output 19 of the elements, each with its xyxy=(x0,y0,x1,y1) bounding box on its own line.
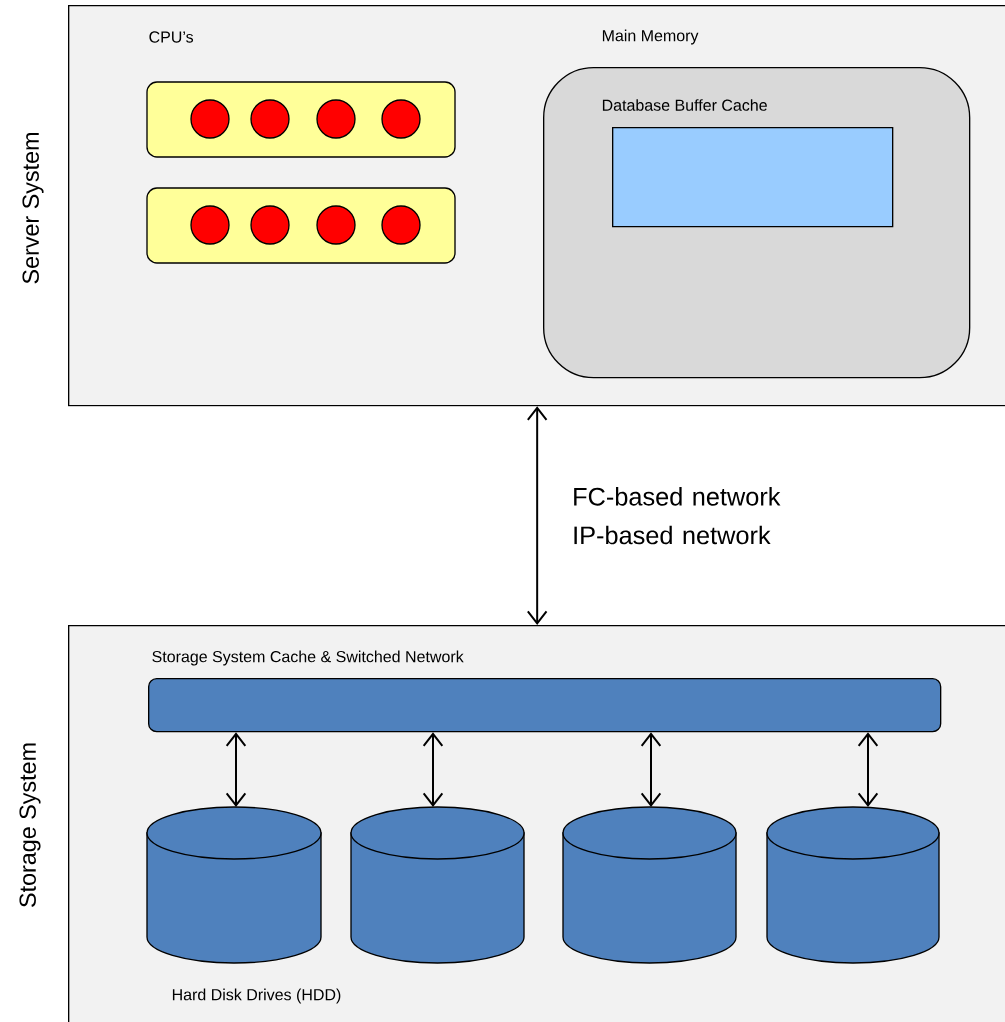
node-label: Main Memory xyxy=(602,29,699,45)
node-label: Server System xyxy=(22,133,44,284)
arrow xyxy=(640,732,662,807)
cache-box: Database Buffer Cache xyxy=(602,99,894,228)
arrow xyxy=(857,732,879,807)
node-label: Database Buffer Cache xyxy=(602,99,767,111)
text-label: CPU’s xyxy=(149,31,194,43)
edge-label: FC-based network IP-based network xyxy=(574,487,781,545)
disk-cylinder xyxy=(146,806,322,964)
disk-cylinder xyxy=(350,806,525,964)
disk-cylinder xyxy=(766,806,940,964)
network-bar: Storage System Cache & Switched Network xyxy=(148,650,942,733)
node-label: Storage System xyxy=(19,743,41,907)
disk-cylinder xyxy=(562,806,737,964)
arrow xyxy=(526,406,548,625)
arrow xyxy=(422,732,444,807)
node-label: Storage System Cache & Switched Network xyxy=(152,650,464,666)
text-label: Hard Disk Drives (HDD) xyxy=(172,988,341,1004)
arrow xyxy=(225,732,247,807)
